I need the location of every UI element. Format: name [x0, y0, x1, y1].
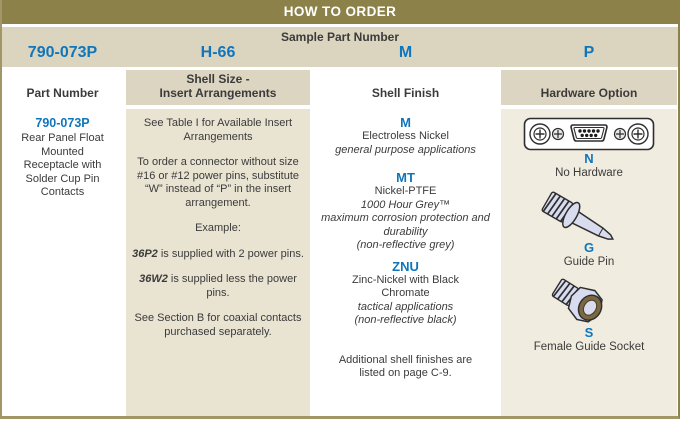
hardware-option-column: N No Hardware G Guide Pin: [501, 109, 677, 416]
table-body: 790-073P Rear Panel Float Mounted Recept…: [2, 109, 678, 416]
finish-name: Zinc-Nickel with Black Chromate: [352, 273, 459, 300]
insert-coax-note: See Section B for coaxial contacts purch…: [134, 312, 302, 338]
finish-note: 1000 Hour Grey™: [360, 198, 451, 211]
finish-option-m: M Electroless Nickel general purpose app…: [314, 115, 497, 157]
column-header-label: Shell Finish: [371, 85, 440, 100]
insert-see-table-note: See Table I for Available Insert Arrange…: [143, 117, 293, 143]
finish-name: Nickel-PTFE: [374, 185, 437, 197]
insert-example-1-code: 36P2: [132, 247, 158, 260]
hardware-name: Guide Pin: [563, 256, 615, 268]
hardware-name: Female Guide Socket: [533, 341, 645, 353]
sample-hardware-value: P: [583, 44, 595, 61]
insert-order-note: To order a connector without size #16 or…: [136, 156, 300, 209]
insert-example-1: 36P2 is supplied with 2 power pins.: [132, 248, 304, 262]
finish-name: Electroless Nickel: [362, 130, 449, 142]
female-guide-socket-icon: [501, 273, 677, 325]
finish-code: MT: [396, 170, 415, 185]
dsub-face-icon: [501, 117, 677, 151]
finish-note: tactical applications: [357, 300, 454, 313]
guide-pin-icon: [501, 186, 677, 240]
sample-shell-finish-value: M: [398, 44, 413, 61]
finish-option-znu: ZNU Zinc-Nickel with Black Chromate tact…: [314, 259, 497, 328]
insert-example-2-code: 36W2: [139, 273, 168, 285]
column-header-shell-finish: Shell Finish: [314, 70, 497, 105]
column-header-hardware-option: Hardware Option: [501, 70, 677, 105]
insert-example-2-text: is supplied less the power pins.: [167, 273, 297, 299]
insert-example-2: 36W2 is supplied less the power pins.: [132, 273, 304, 300]
finish-note: (non-reflective black): [354, 314, 457, 326]
column-header-label: Hardware Option: [540, 85, 638, 100]
column-header-label: Shell Size -: [186, 72, 250, 86]
part-number-column: 790-073P Rear Panel Float Mounted Recept…: [3, 109, 122, 416]
finish-note: (non-reflective grey): [356, 239, 455, 251]
insert-example-1-text: is supplied with 2 power pins.: [157, 247, 304, 260]
sample-shell-size-value: H-66: [200, 44, 236, 61]
column-header-part-number: Part Number: [3, 70, 122, 105]
column-header-label: Part Number: [26, 85, 99, 100]
sample-part-number-band: Sample Part Number 790-073P H-66 M P: [2, 27, 678, 67]
finish-note: general purpose applications: [335, 143, 476, 156]
table-title: HOW TO ORDER: [2, 0, 678, 24]
finish-option-mt: MT Nickel-PTFE 1000 Hour Grey™ maximum c…: [314, 170, 497, 253]
shell-finish-column: M Electroless Nickel general purpose app…: [314, 109, 497, 416]
column-header-row: Part Number Shell Size - Insert Arrangem…: [2, 70, 678, 105]
insert-example-label: Example:: [195, 222, 241, 234]
sample-part-number-value: 790-073P: [27, 44, 98, 61]
finish-note: maximum corrosion protection and durabil…: [321, 212, 490, 238]
finish-footnote: Additional shell finishes are listed on …: [338, 353, 473, 380]
column-header-shell-size: Shell Size - Insert Arrangements: [126, 70, 310, 105]
hardware-code: N: [584, 151, 594, 166]
hardware-name: No Hardware: [555, 167, 623, 179]
sample-part-number-label: Sample Part Number: [280, 30, 400, 44]
finish-code: M: [400, 115, 411, 130]
hardware-code: S: [584, 325, 594, 340]
column-header-label: Insert Arrangements: [159, 85, 277, 100]
part-number-description: Rear Panel Float Mounted Receptacle with…: [21, 132, 104, 198]
finish-code: ZNU: [392, 258, 419, 274]
part-number-code: 790-073P: [35, 116, 90, 130]
hardware-code: G: [583, 240, 595, 255]
insert-arrangements-column: See Table I for Available Insert Arrange…: [126, 109, 310, 416]
